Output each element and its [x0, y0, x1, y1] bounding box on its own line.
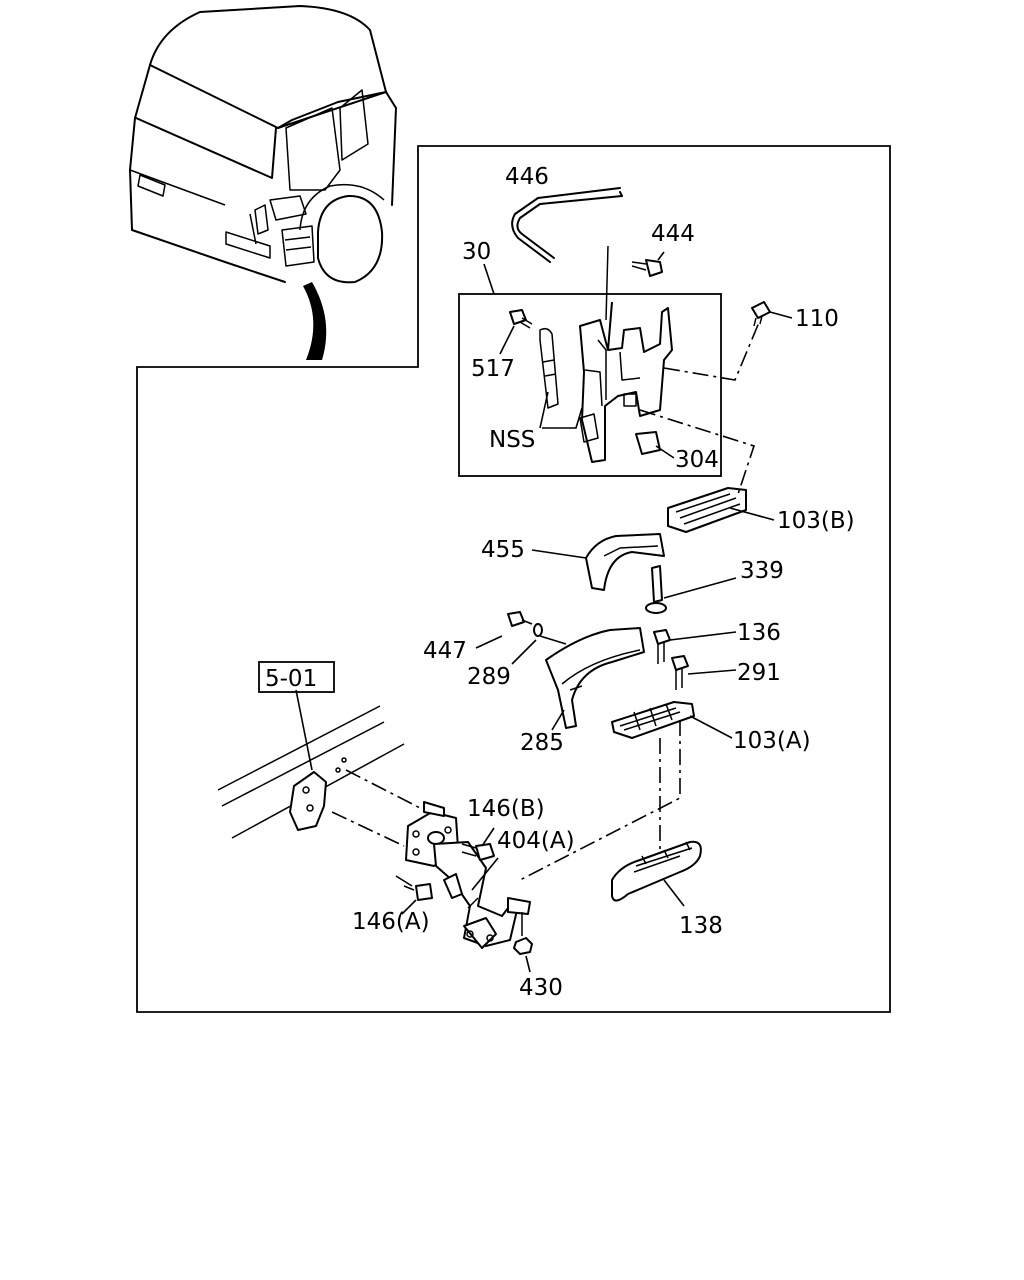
part-103a-step	[611, 701, 733, 739]
label-285: 285	[520, 730, 564, 756]
part-517-bolt	[499, 309, 533, 355]
label-136: 136	[737, 620, 781, 646]
label-nss: NSS	[489, 427, 535, 453]
label-103b: 103(B)	[777, 508, 855, 534]
label-291: 291	[737, 660, 781, 686]
part-404a-bracket	[405, 801, 531, 949]
part-146a-bolt	[395, 875, 433, 915]
pointer-arrow	[303, 282, 327, 360]
part-430-nut	[513, 912, 533, 973]
label-447: 447	[423, 638, 467, 664]
label-304: 304	[675, 447, 719, 473]
label-404a: 404(A)	[497, 828, 575, 854]
label-5-01: 5-01	[265, 666, 317, 692]
part-103b-step	[639, 409, 775, 533]
part-136-bolt	[653, 629, 737, 664]
label-339: 339	[740, 558, 784, 584]
label-430: 430	[519, 975, 563, 1001]
part-146b-bolt	[461, 827, 495, 861]
label-446: 446	[505, 164, 549, 190]
label-30: 30	[462, 239, 491, 265]
ref-5-01-box	[258, 661, 335, 693]
part-285-bracket	[539, 627, 645, 731]
part-289-washer	[511, 623, 543, 665]
part-446-rod	[511, 187, 623, 263]
part-447-bolt	[475, 611, 533, 649]
chassis-rail	[217, 689, 425, 847]
part-110-bolt	[751, 301, 793, 327]
part-291-bolt	[671, 655, 737, 690]
label-103a: 103(A)	[733, 728, 811, 754]
part-30-bracket	[539, 245, 761, 463]
part-339-pin	[645, 565, 737, 614]
label-146a: 146(A)	[352, 909, 430, 935]
label-517: 517	[471, 356, 515, 382]
diagram-frame	[136, 145, 891, 1013]
part-138-cover	[611, 840, 702, 907]
subassembly-30-box	[458, 293, 722, 477]
truck-cab-inset	[129, 5, 397, 360]
label-146b: 146(B)	[467, 796, 545, 822]
label-289: 289	[467, 664, 511, 690]
label-110: 110	[795, 306, 839, 332]
label-455: 455	[481, 537, 525, 563]
part-444-bolt	[631, 251, 665, 277]
label-138: 138	[679, 913, 723, 939]
label-444: 444	[651, 221, 695, 247]
part-455-bracket	[531, 533, 665, 591]
